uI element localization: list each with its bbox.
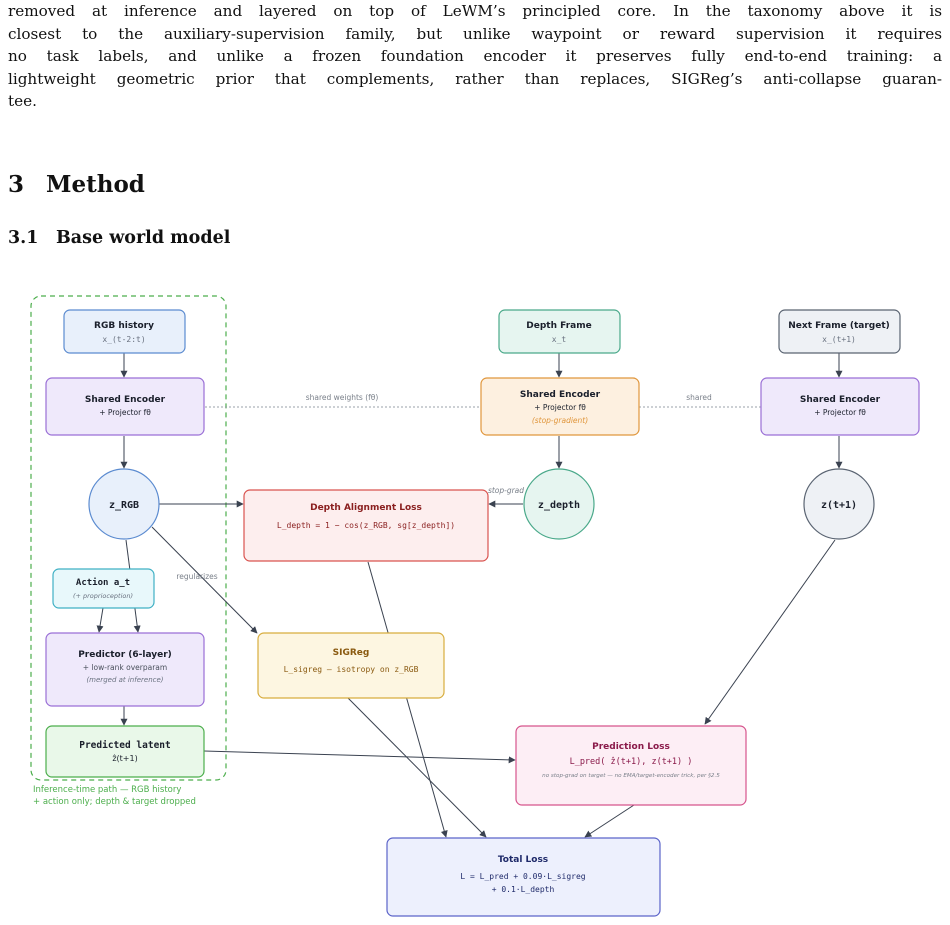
rgb-history-sub: x_(t-2:t)	[102, 335, 145, 344]
pred-loss-note: no stop-grad on target — no EMA/target-e…	[542, 773, 720, 779]
action-sub: (+ proprioception)	[73, 592, 133, 600]
intro-paragraph: removed at inference and layered on top …	[8, 0, 942, 113]
total-loss-line1: L = L_pred + 0.09·L_sigreg	[460, 872, 585, 881]
sigreg-title: SIGReg	[333, 648, 370, 658]
depth-alignment-loss-node: Depth Alignment Loss L_depth = 1 − cos(z…	[243, 489, 489, 562]
encoder-rgb-sub: + Projector fθ	[99, 408, 151, 417]
edge-action-to-predictor	[96, 607, 104, 633]
depth-loss-formula: L_depth = 1 − cos(z_RGB, sg[z_depth])	[277, 521, 455, 530]
section-heading: 3 Method	[8, 171, 145, 198]
predicted-sub: ẑ(t+1)	[112, 754, 137, 763]
total-loss-line2: + 0.1·L_depth	[492, 885, 555, 894]
depth-frame-title: Depth Frame	[526, 321, 591, 331]
action-node: Action a_t (+ proprioception)	[52, 568, 155, 609]
paragraph-line: tee.	[8, 92, 37, 111]
encoder-next-sub: + Projector fθ	[814, 408, 866, 417]
sigreg-formula: L_sigreg — isotropy on z_RGB	[284, 665, 419, 674]
edge-znext-to-predloss	[704, 539, 836, 725]
subsection-heading: 3.1 Base world model	[8, 228, 230, 248]
next-frame-title: Next Frame (target)	[788, 321, 889, 331]
edge-sigreg-to-total	[347, 697, 487, 838]
stop-grad-label: stop-grad	[488, 486, 524, 495]
paragraph-line: closest to the auxiliary-supervision fam…	[8, 24, 942, 43]
next-frame-node: Next Frame (target) x_(t+1)	[778, 309, 901, 354]
depth-frame-node: Depth Frame x_t	[498, 309, 621, 354]
edge-zrgb-to-sigreg	[151, 526, 258, 634]
z-rgb-label: z_RGB	[109, 500, 139, 511]
z-rgb-node: z_RGB	[88, 468, 160, 540]
diagram-edges	[96, 353, 843, 838]
inference-path-region	[30, 295, 227, 781]
encoder-depth-sub: + Projector fθ	[534, 403, 586, 412]
sigreg-node: SIGReg L_sigreg — isotropy on z_RGB	[257, 632, 445, 699]
predicted-latent-node: Predicted latent ẑ(t+1)	[45, 725, 205, 778]
depth-loss-title: Depth Alignment Loss	[310, 503, 422, 513]
paragraph-line: removed at inference and layered on top …	[8, 2, 942, 20]
section-number: 3	[8, 171, 25, 198]
action-title: Action a_t	[76, 577, 130, 588]
paragraph-line: lightweight geometric prior that complem…	[8, 69, 942, 88]
z-depth-node: z_depth	[523, 468, 595, 540]
rgb-history-node: RGB history x_(t-2:t)	[63, 309, 186, 354]
encoder-rgb-title: Shared Encoder	[85, 395, 166, 405]
subsection-title: Base world model	[56, 228, 231, 248]
shared-encoder-depth-node: Shared Encoder + Projector fθ (stop-grad…	[480, 377, 640, 436]
edge-predloss-to-total	[584, 804, 635, 838]
encoder-depth-note: (stop-gradient)	[532, 416, 588, 425]
inference-caption-line2: + action only; depth & target dropped	[33, 797, 196, 807]
total-loss-node: Total Loss L = L_pred + 0.09·L_sigreg + …	[386, 837, 661, 917]
predictor-sub: + low-rank overparam	[83, 663, 167, 672]
encoder-next-title: Shared Encoder	[800, 395, 881, 405]
regularizes-label: regularizes	[176, 572, 217, 581]
total-loss-title: Total Loss	[498, 855, 548, 865]
rgb-history-title: RGB history	[94, 321, 154, 331]
z-depth-label: z_depth	[538, 500, 580, 511]
predictor-note: (merged at inference)	[86, 676, 163, 684]
next-frame-sub: x_(t+1)	[822, 335, 856, 344]
pred-loss-title: Prediction Loss	[592, 742, 670, 752]
inference-caption-line1: Inference-time path — RGB history	[33, 785, 181, 795]
depth-frame-sub: x_t	[552, 335, 567, 344]
subsection-number: 3.1	[8, 228, 39, 248]
predictor-node: Predictor (6-layer) + low-rank overparam…	[45, 632, 205, 707]
z-next-node: z(t+1)	[803, 468, 875, 540]
predicted-title: Predicted latent	[79, 740, 171, 751]
edge-depthloss-to-total	[367, 561, 448, 838]
shared-weights-label: shared weights (fθ)	[306, 393, 379, 402]
encoder-depth-title: Shared Encoder	[520, 390, 601, 400]
predictor-title: Predictor (6-layer)	[78, 650, 172, 660]
z-next-label: z(t+1)	[821, 500, 857, 511]
section-title: Method	[46, 171, 145, 198]
paragraph-line: no task labels, and unlike a frozen foun…	[8, 47, 942, 66]
pred-loss-formula: L_pred( ẑ(t+1), z(t+1) )	[570, 757, 693, 767]
prediction-loss-node: Prediction Loss L_pred( ẑ(t+1), z(t+1) )…	[515, 725, 747, 806]
shared-label: shared	[686, 393, 712, 402]
shared-encoder-next-node: Shared Encoder + Projector fθ	[760, 377, 920, 436]
shared-encoder-rgb-node: Shared Encoder + Projector fθ	[45, 377, 205, 436]
edge-predicted-to-predloss	[203, 750, 516, 764]
